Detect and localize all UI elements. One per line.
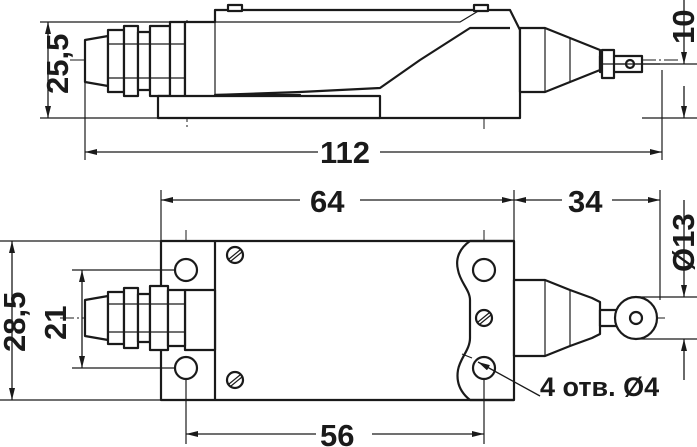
dim-roller-diameter: Ø13: [636, 200, 697, 380]
dim-overall-length: 112: [84, 70, 663, 170]
cable-gland-top: [83, 284, 187, 352]
side-view: 25,5 10 112: [40, 0, 697, 170]
screw-icon: [474, 308, 494, 328]
actuator-head-top: [512, 278, 659, 358]
dim-label-hole-spacing-horizontal: 56: [320, 418, 354, 447]
housing-top: [159, 239, 516, 402]
dim-label-body-length: 64: [310, 184, 345, 219]
dim-label-roller-offset: 10: [666, 10, 697, 44]
dim-hole-spacing-vertical: 21: [38, 269, 175, 369]
dim-label-roller-diameter: Ø13: [666, 213, 697, 272]
dim-roller-offset: 10: [600, 0, 697, 119]
mounting-hole-bottom-right: [471, 355, 497, 381]
dim-body-length: 64: [160, 184, 515, 241]
cable-gland-side: [83, 20, 187, 102]
dim-label-body-height: 28,5: [0, 292, 32, 352]
cover-screws: [225, 245, 494, 390]
dim-hole-spacing-horizontal: 56: [185, 380, 485, 447]
dim-side-height: 25,5: [40, 21, 185, 119]
mounting-hole-top-left: [173, 257, 199, 283]
dim-label-mounting-holes: 4 отв. Ø4: [540, 372, 659, 402]
dim-mounting-holes: 4 отв. Ø4: [461, 353, 659, 402]
dim-label-side-height: 25,5: [40, 34, 75, 94]
dim-label-overall-length: 112: [320, 135, 370, 170]
actuator-head-side: [518, 26, 660, 94]
mounting-hole-bottom-left: [173, 355, 199, 381]
housing-side: [156, 3, 522, 120]
top-view: 64 34 Ø13 28,5 21: [0, 184, 697, 447]
screw-icon: [225, 370, 245, 390]
mounting-hole-top-right: [471, 257, 497, 283]
dim-body-height: 28,5: [0, 240, 161, 401]
dim-label-actuator-length: 34: [568, 184, 603, 219]
dim-label-hole-spacing-vertical: 21: [38, 306, 73, 340]
screw-icon: [225, 245, 245, 265]
roller-axle: [628, 310, 644, 326]
dim-actuator-length: 34: [514, 184, 661, 300]
